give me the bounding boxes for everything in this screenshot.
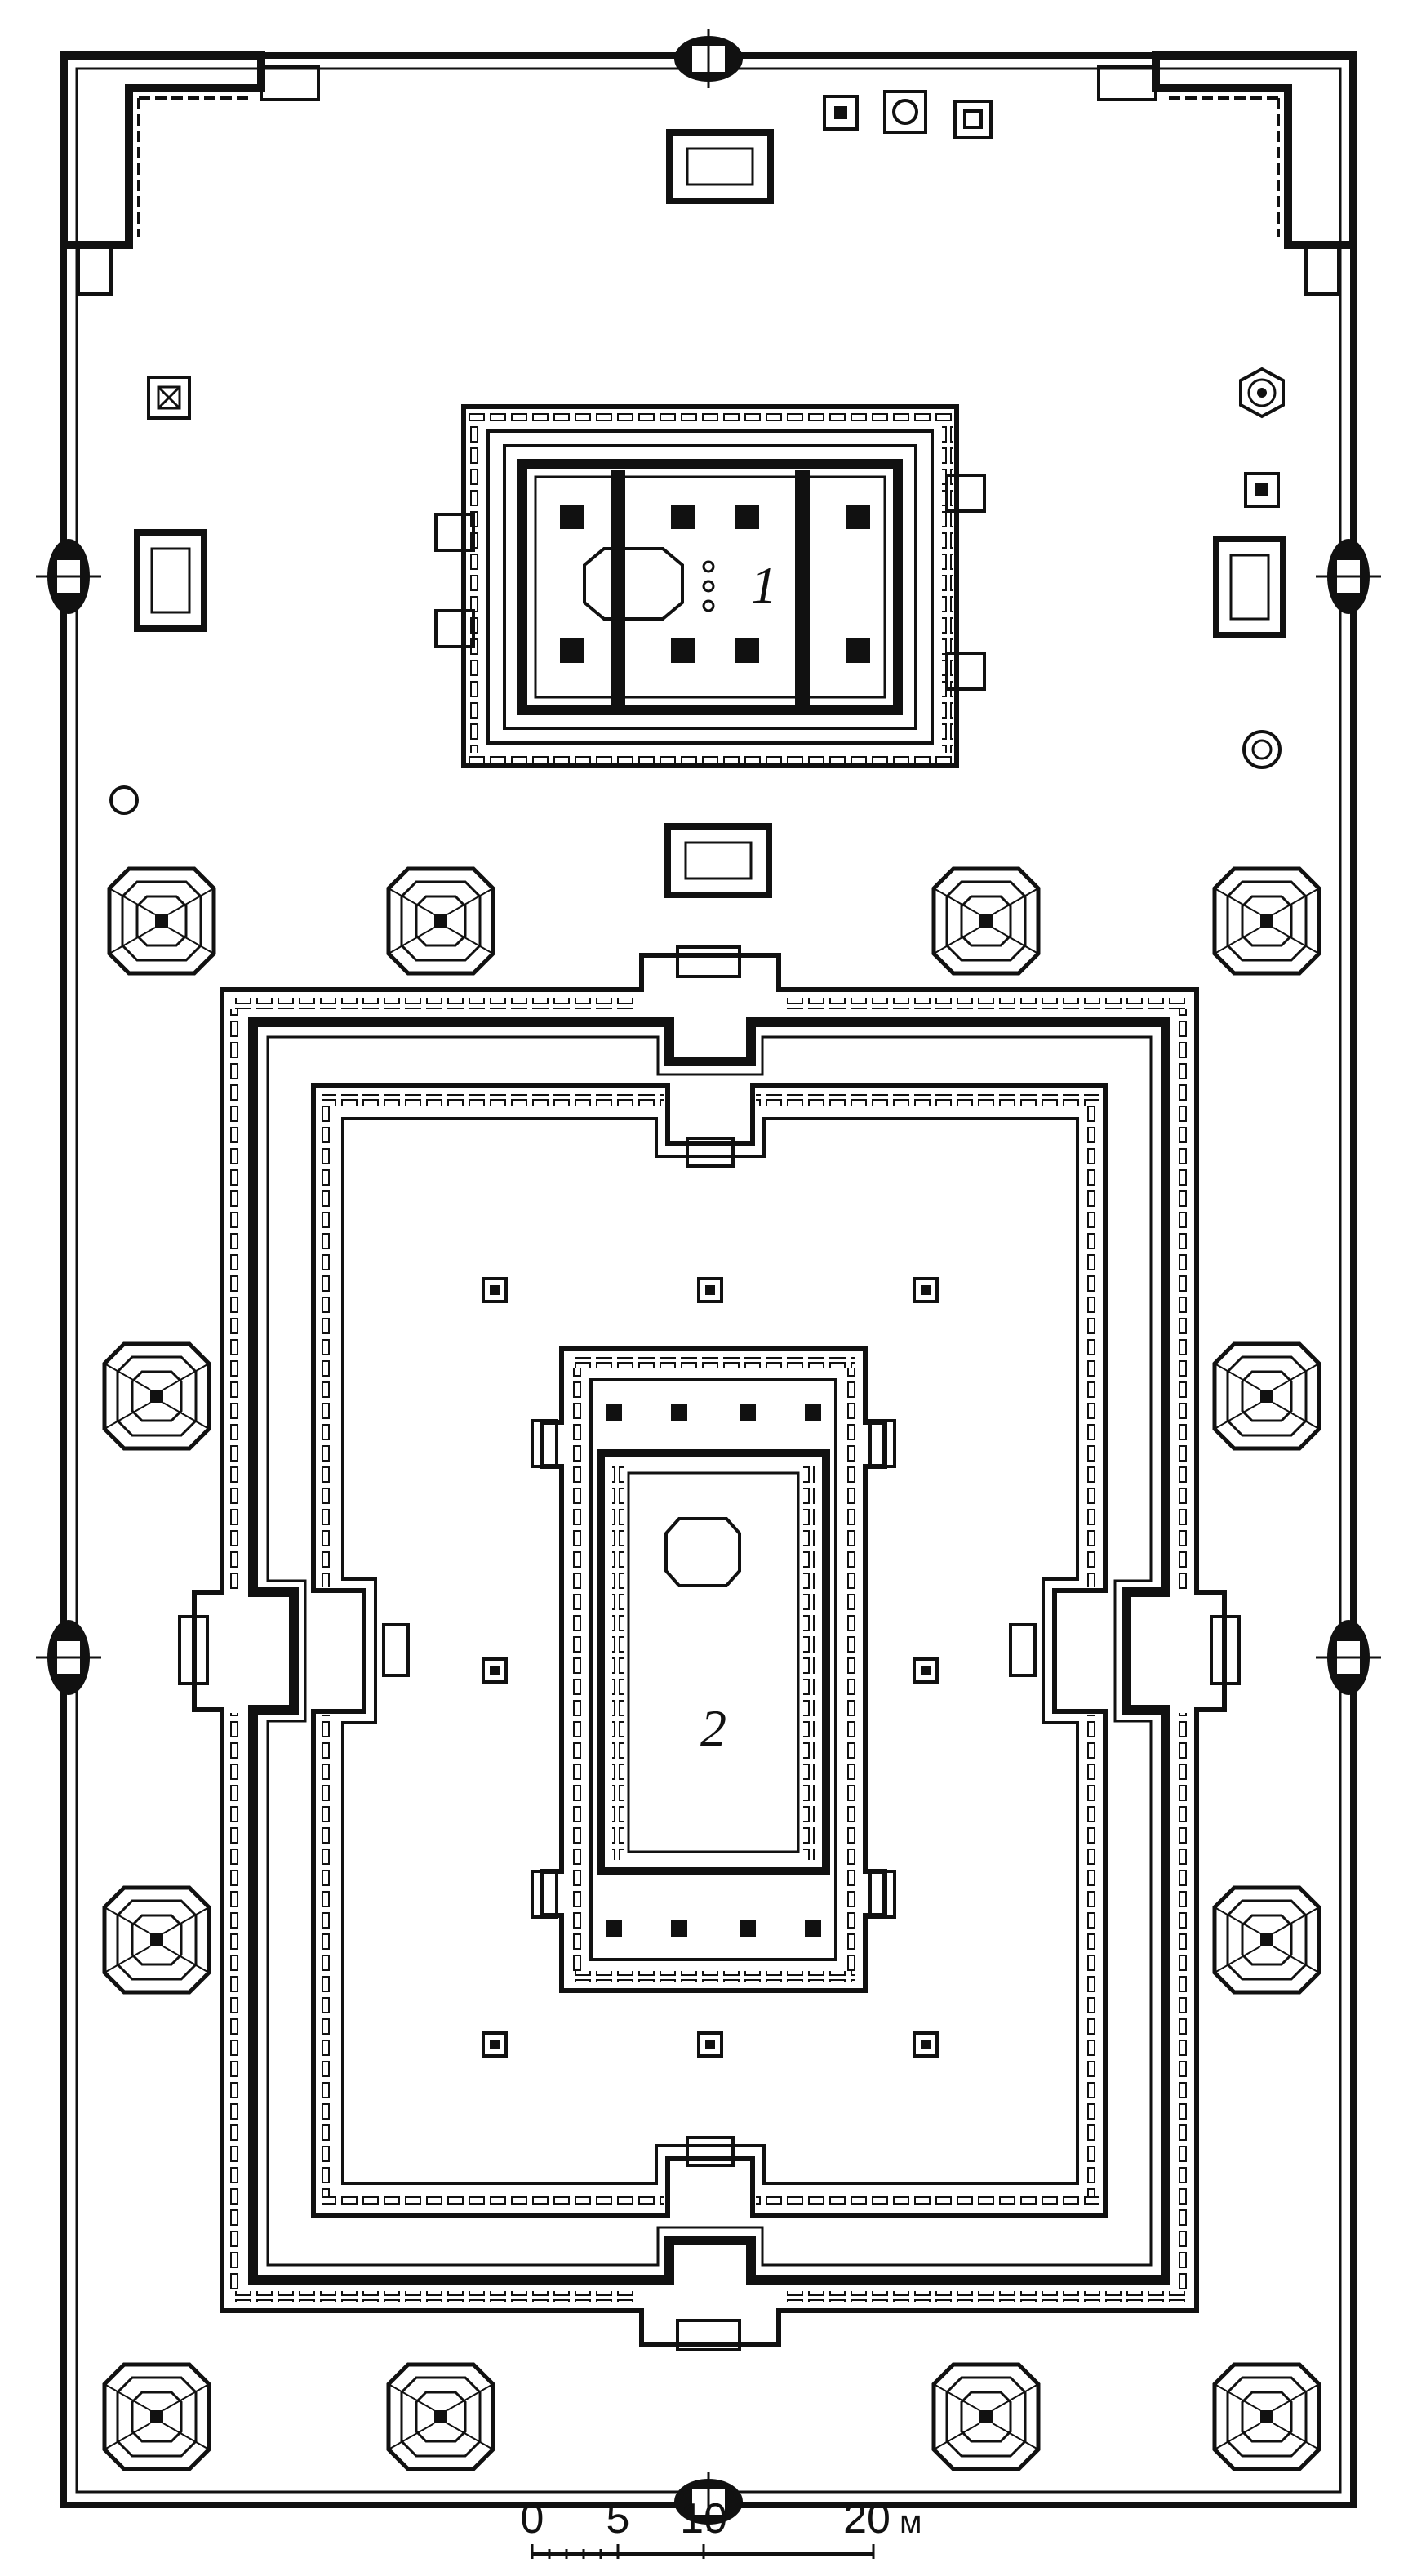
stupa	[931, 2362, 1041, 2471]
small-shrine-right-hex	[1239, 367, 1285, 419]
stupa	[1212, 1885, 1321, 1995]
stupa	[1212, 866, 1321, 976]
scale-tick-5: 5	[606, 2495, 630, 2543]
round-marker-left	[109, 785, 139, 815]
scale-tick-10: 10	[680, 2495, 727, 2543]
stupa	[931, 866, 1041, 976]
corner-gallery-top-left	[60, 51, 320, 296]
scale-bar: 0 5 10 20 м	[521, 2495, 922, 2559]
stupa	[107, 866, 216, 976]
round-shrine-right	[1242, 730, 1282, 769]
stupa	[102, 1341, 211, 1451]
pavilion-center	[664, 823, 772, 898]
stupa	[1212, 1341, 1321, 1451]
building-2-label: 2	[700, 1699, 726, 1757]
inner-enclosure-gallery	[178, 945, 1241, 2351]
gate-outer-left-lower	[36, 1620, 101, 1695]
gate-outer-left-upper	[36, 539, 101, 614]
gate-outer-right-upper	[1316, 539, 1381, 614]
gate-outer-bottom	[674, 2472, 743, 2531]
stupa	[102, 1885, 211, 1995]
building-1-label: 1	[751, 556, 777, 614]
stupa	[386, 2362, 495, 2471]
corner-gallery-top-right	[1097, 51, 1357, 296]
small-shrine-left	[147, 376, 191, 420]
pavilion-left	[134, 529, 207, 632]
pavilion-right	[1213, 536, 1286, 638]
stupas	[102, 866, 1321, 2471]
small-shrine-right	[1244, 472, 1280, 508]
building-1	[434, 404, 986, 768]
gate-outer-top	[674, 29, 743, 88]
scale-tick-20: 20	[843, 2495, 891, 2543]
pavilion-top-center	[666, 129, 774, 204]
scale-tick-0: 0	[521, 2495, 544, 2543]
stupa	[386, 866, 495, 976]
gate-outer-right-lower	[1316, 1620, 1381, 1695]
stupa	[1212, 2362, 1321, 2471]
stupa	[102, 2362, 211, 2471]
small-shrine-top-1	[823, 95, 859, 131]
building-2	[531, 1346, 896, 1993]
small-shrine-top-3	[953, 100, 993, 139]
small-shrine-top-2	[883, 90, 927, 134]
inner-court-shrines	[482, 1277, 939, 2058]
scale-unit: м	[900, 2504, 922, 2540]
